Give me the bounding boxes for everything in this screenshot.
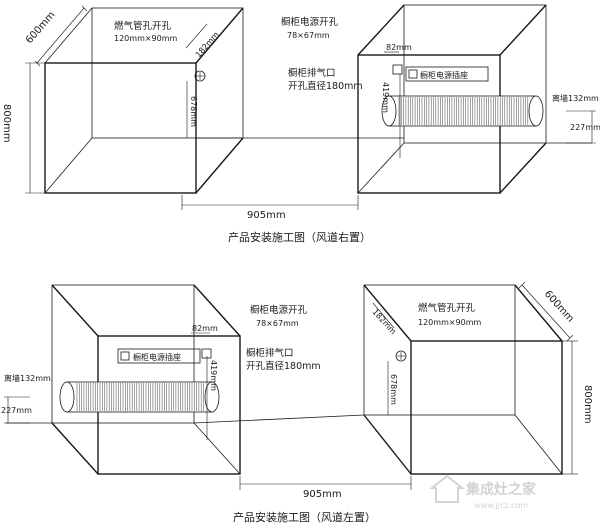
top-exhaust-size: 开孔直径180mm (288, 80, 363, 92)
bottom-exhaust-title: 橱柜排气口 (246, 347, 294, 359)
bottom-depth-text: 600mm (542, 289, 576, 325)
top-left-cabinet (44, 7, 244, 194)
bottom-width-dim: 905mm (239, 476, 412, 500)
bottom-gas-hole-size: 120mm×90mm (418, 318, 482, 327)
top-exhaust-height-text: 419mm (381, 82, 390, 113)
bottom-wall-baseline (193, 414, 365, 424)
watermark: 集成灶之家 www.jjcz.com (429, 474, 537, 510)
bottom-power-title: 橱柜电源开孔 (250, 304, 308, 316)
bottom-exhaust-size: 开孔直径180mm (246, 360, 321, 372)
top-right-cabinet: 橱柜电源插座 (357, 4, 547, 194)
top-duct (381, 95, 544, 127)
top-power-size: 78×67mm (287, 31, 330, 40)
top-floor-height-text: 227mm (570, 123, 600, 132)
bottom-right-cabinet (363, 284, 563, 475)
top-socket-label: 橱柜电源插座 (420, 70, 468, 80)
top-diagram: 橱柜电源插座 600mm 800mm (1, 4, 600, 244)
gas-hole-icon (194, 70, 206, 82)
socket-icon (120, 351, 130, 361)
top-gas-hole-size: 120mm×90mm (114, 34, 178, 43)
top-gas-height-text: 678mm (189, 96, 198, 127)
bottom-gas-offset-text: 182mm (371, 307, 398, 336)
top-exhaust-title: 橱柜排气口 (288, 67, 336, 79)
top-height-dim: 800mm (1, 62, 45, 194)
bottom-socket-label: 橱柜电源插座 (133, 352, 181, 362)
top-width-dim: 905mm (181, 195, 359, 221)
socket-icon (408, 69, 418, 79)
bottom-socket-offset-text: 82mm (192, 324, 218, 333)
bottom-exhaust-height-text: 419mm (209, 360, 218, 391)
house-logo-icon (429, 474, 465, 503)
socket-outline (117, 348, 201, 364)
gas-hole-icon (395, 350, 407, 362)
bottom-gas-hole-title: 燃气管孔开孔 (418, 302, 476, 314)
top-depth-dim: 600mm (24, 5, 88, 67)
bottom-depth-dim: 600mm (518, 281, 576, 342)
bottom-duct (59, 381, 220, 413)
top-gas-hole-title: 燃气管孔开孔 (114, 20, 172, 32)
top-power-title: 橱柜电源开孔 (281, 16, 339, 28)
bottom-wall-dist-text: 离墙132mm (4, 373, 51, 383)
bottom-floor-height-text: 227mm (1, 406, 32, 415)
bottom-height-dim: 800mm (562, 340, 593, 475)
bottom-height-text: 800mm (582, 385, 593, 424)
bottom-caption: 产品安装施工图（风道左置） (233, 510, 376, 524)
top-width-text: 905mm (247, 210, 286, 221)
bottom-power-size: 78×67mm (256, 319, 299, 328)
top-socket-offset-text: 82mm (386, 43, 412, 52)
watermark-text: 集成灶之家 (465, 481, 537, 498)
top-depth-text: 600mm (24, 10, 58, 46)
top-caption: 产品安装施工图（风道右置） (228, 230, 371, 244)
top-wall-dist-text: 离墙132mm (552, 93, 599, 103)
socket-outline (405, 66, 489, 82)
bottom-width-text: 905mm (303, 489, 342, 500)
bottom-gas-height-text: 678mm (389, 374, 398, 405)
top-height-text: 800mm (1, 104, 12, 143)
watermark-url: www.jjcz.com (474, 501, 528, 510)
